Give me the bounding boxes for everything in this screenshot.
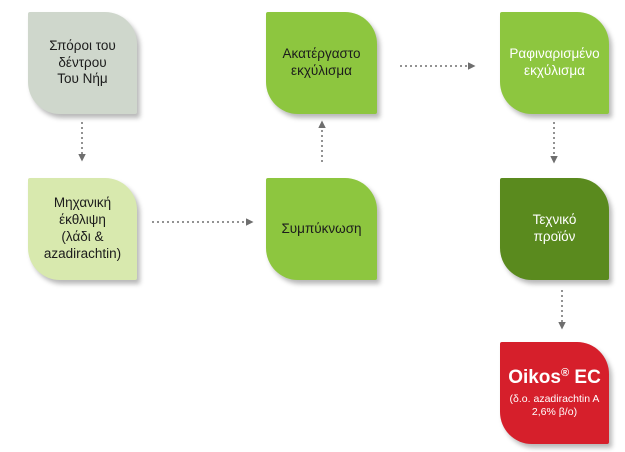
product-brand: Oikos® EC	[508, 366, 601, 390]
node-mechanical-pressing: Μηχανική έκθλιψη (λάδι & azadirachtin)	[28, 178, 137, 280]
node-concentration-label: Συμπύκνωση	[281, 220, 362, 236]
node-technical-product: Τεχνικό προϊόν	[500, 178, 609, 280]
node-refined-extract: Ραφιναρισμένο εκχύλισμα	[500, 12, 609, 114]
node-neem-seeds: Σπόροι του δέντρου Του Νήμ	[28, 12, 137, 114]
product-detail: (δ.ο. azadirachtin A 2,6% β/ο)	[509, 392, 600, 419]
node-crude-extract-label: Ακατέργαστο εκχύλισμα	[282, 46, 361, 78]
node-neem-seeds-label: Σπόροι του δέντρου Του Νήμ	[49, 37, 116, 87]
node-oikos-ec-product: Oikos® EC (δ.ο. azadirachtin A 2,6% β/ο)	[500, 342, 609, 444]
product-brand-name: Oikos	[508, 366, 561, 388]
node-technical-product-label: Τεχνικό προϊόν	[532, 212, 577, 244]
node-concentration: Συμπύκνωση	[266, 178, 377, 280]
product-brand-suffix: EC	[574, 366, 601, 388]
node-crude-extract: Ακατέργαστο εκχύλισμα	[266, 12, 377, 114]
node-refined-extract-label: Ραφιναρισμένο εκχύλισμα	[509, 46, 600, 78]
node-mechanical-pressing-label: Μηχανική έκθλιψη (λάδι & azadirachtin)	[43, 195, 122, 261]
registered-mark: ®	[561, 366, 570, 379]
